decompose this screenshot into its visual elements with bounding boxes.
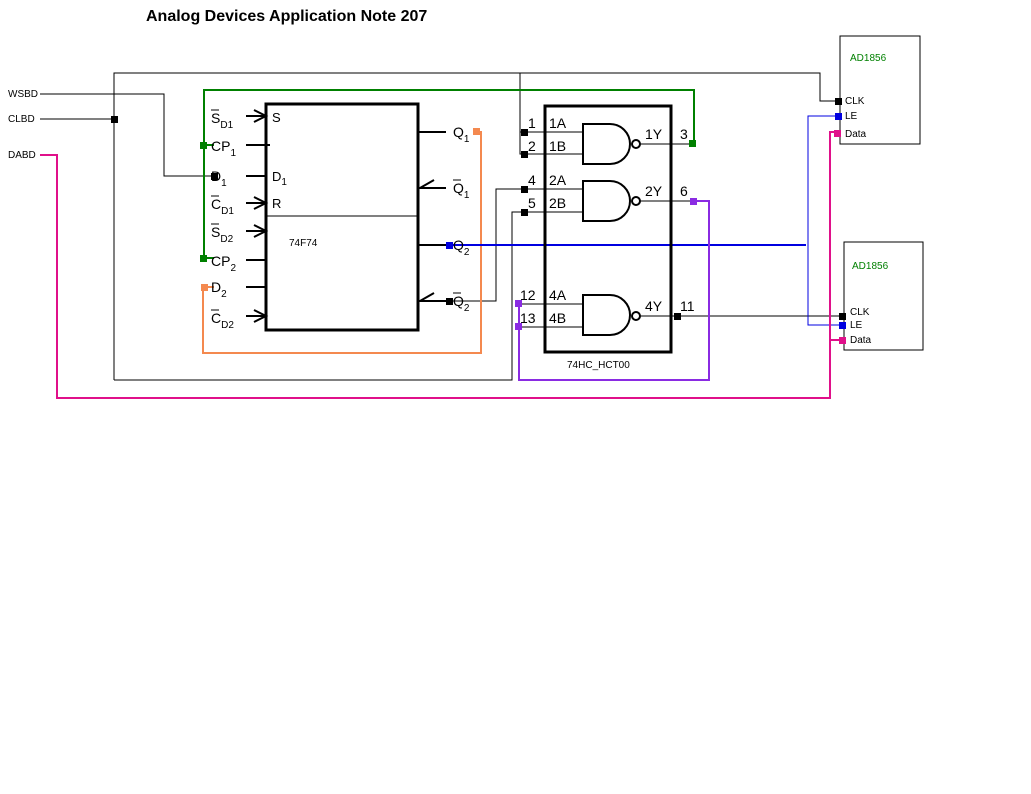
- nand-gate-4: [582, 294, 631, 336]
- ff-left-pin-1: CP1: [211, 138, 236, 159]
- ff-left-pin-6: D2: [211, 279, 227, 300]
- gate2-out-label: 2Y: [645, 183, 663, 199]
- ff-right-pin-0: Q1: [453, 124, 470, 145]
- node-d1: [211, 173, 218, 180]
- node-gate2-a: [521, 186, 528, 193]
- node-4y: [674, 313, 681, 320]
- ff-inner-s: S: [272, 110, 281, 125]
- dac2-data-label: Data: [850, 335, 872, 346]
- node-dac2-data: [839, 337, 846, 344]
- flip-flop-74f74: 74F74 S D1 R: [246, 102, 446, 332]
- gate4-pin-b: 13: [520, 310, 536, 326]
- dac1-data-label: Data: [845, 129, 867, 140]
- gate1-pin-b: 2: [528, 138, 536, 154]
- flip-flop-label: 74F74: [289, 238, 318, 249]
- node-q2bar: [446, 298, 453, 305]
- node-gate1-b: [521, 151, 528, 158]
- nand-gate-2: [582, 180, 631, 222]
- gate2-pin-a: 4: [528, 172, 536, 188]
- ff-left-pin-labels: SD1CP1D1CD1SD2CP2D2CD2: [211, 109, 236, 331]
- dac1-ad1856: AD1856 CLK LE Data: [839, 35, 921, 145]
- wsbd-label: WSBD: [8, 89, 38, 100]
- nand-gate-1: [582, 123, 631, 165]
- nand-chip: 1 1A 2 1B 1Y 3 4 2A 5 2B 2Y 6 12 4A 13 4…: [519, 104, 695, 371]
- gate2-out-pin: 6: [680, 183, 688, 199]
- gate2-label-b: 2B: [549, 195, 566, 211]
- nand-chip-label: 74HC_HCT00: [567, 360, 630, 371]
- page-title: Analog Devices Application Note 207: [146, 8, 427, 25]
- gate4-label-a: 4A: [549, 287, 567, 303]
- node-dac1-le: [835, 113, 842, 120]
- ff-left-pin-7: CD2: [211, 310, 234, 331]
- nand-bubble-1: [631, 139, 641, 149]
- node-1y: [689, 140, 696, 147]
- ff-right-pin-2: Q2: [453, 237, 470, 258]
- ff-left-pin-3: CD1: [211, 196, 234, 217]
- nand-bubble-4: [631, 311, 641, 321]
- gate1-label-a: 1A: [549, 115, 567, 131]
- node-gate2-b: [521, 209, 528, 216]
- node-gate1-a: [521, 129, 528, 136]
- node-dac2-clk: [839, 313, 846, 320]
- clbd-label: CLBD: [8, 114, 35, 125]
- ff-left-pin-5: CP2: [211, 253, 236, 274]
- node-q2: [446, 242, 453, 249]
- dac1-clk-label: CLK: [845, 96, 865, 107]
- node-dac1-clk: [835, 98, 842, 105]
- ff-inner-d1: D1: [272, 169, 287, 188]
- blue-wire: [449, 115, 842, 326]
- gate2-label-a: 2A: [549, 172, 567, 188]
- gate1-out-pin: 3: [680, 126, 688, 142]
- dac2-le-label: LE: [850, 320, 863, 331]
- gate4-label-b: 4B: [549, 310, 566, 326]
- purple-wire: [518, 200, 710, 381]
- magenta-wire: [40, 131, 842, 399]
- gate4-out-label: 4Y: [645, 298, 663, 314]
- node-q1: [473, 128, 480, 135]
- gate1-out-label: 1Y: [645, 126, 663, 142]
- ff-left-pin-0: SD1: [211, 110, 234, 131]
- nand-bubble-2: [631, 196, 641, 206]
- connection-nodes: [111, 98, 846, 344]
- node-cp2: [200, 255, 207, 262]
- ff-right-pin-1: Q1: [453, 180, 470, 201]
- dac2-title: AD1856: [852, 261, 889, 272]
- dabd-label: DABD: [8, 150, 36, 161]
- ff-inner-r: R: [272, 196, 281, 211]
- node-dac1-data: [834, 130, 841, 137]
- dac2-ad1856: AD1856 CLK LE Data: [843, 241, 924, 351]
- gate4-out-pin: 11: [680, 298, 695, 314]
- orange-wire: [202, 131, 482, 354]
- dac1-title: AD1856: [850, 53, 887, 64]
- gate4-pin-a: 12: [520, 287, 536, 303]
- node-cp1: [200, 142, 207, 149]
- gate1-pin-a: 1: [528, 115, 536, 131]
- ff-left-pin-4: SD2: [211, 224, 234, 245]
- ff-right-pin-3: Q2: [453, 293, 470, 314]
- node-dac2-le: [839, 322, 846, 329]
- node-gate4-b: [515, 323, 522, 330]
- node-d2: [201, 284, 208, 291]
- dac1-le-label: LE: [845, 111, 858, 122]
- gate1-label-b: 1B: [549, 138, 566, 154]
- node-gate4-a: [515, 300, 522, 307]
- black-wires: [40, 72, 842, 381]
- gate2-pin-b: 5: [528, 195, 536, 211]
- node-clbd: [111, 116, 118, 123]
- dac2-clk-label: CLK: [850, 307, 870, 318]
- node-2y: [690, 198, 697, 205]
